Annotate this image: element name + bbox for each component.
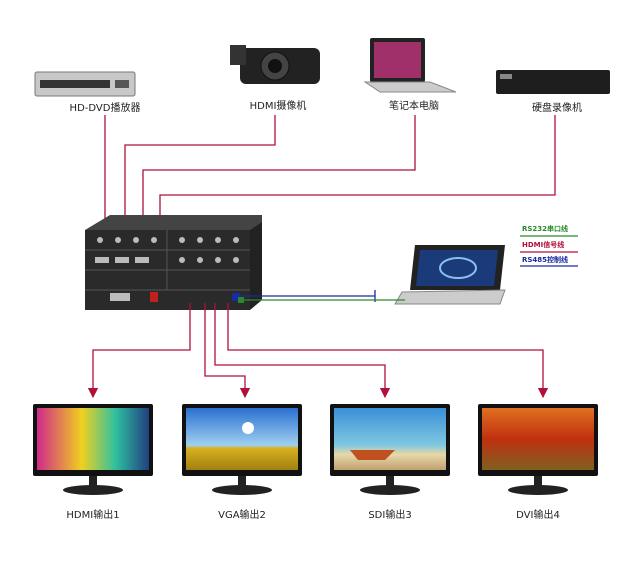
source-label-dvr: 硬盘录像机 [532,103,582,114]
legend-rs232: RS232串口线 [522,225,569,233]
monitor-4 [478,404,598,495]
source-label-laptop: 笔记本电脑 [389,101,439,112]
camcorder-icon [230,45,320,84]
monitor-3 [330,404,450,495]
control-laptop-icon [394,245,506,305]
legend-rs485: RS485控制线 [522,256,569,264]
output-label-1: HDMI输出1 [66,510,120,521]
laptop-icon [363,38,457,93]
source-label-dvd: HD-DVD播放器 [69,103,141,114]
source-label-camcorder: HDMI摄像机 [249,101,307,112]
output-label-3: SDI输出3 [368,510,412,521]
monitor-2 [182,404,302,495]
matrix-switcher [85,215,262,310]
dvr-icon [496,70,610,94]
dvd-player-icon [34,71,136,97]
monitor-1 [33,404,153,495]
output-label-4: DVI输出4 [516,510,560,521]
output-label-2: VGA输出2 [218,510,266,521]
legend-hdmi: HDMI信号线 [522,241,565,249]
hdmi-output-lines [87,303,549,399]
